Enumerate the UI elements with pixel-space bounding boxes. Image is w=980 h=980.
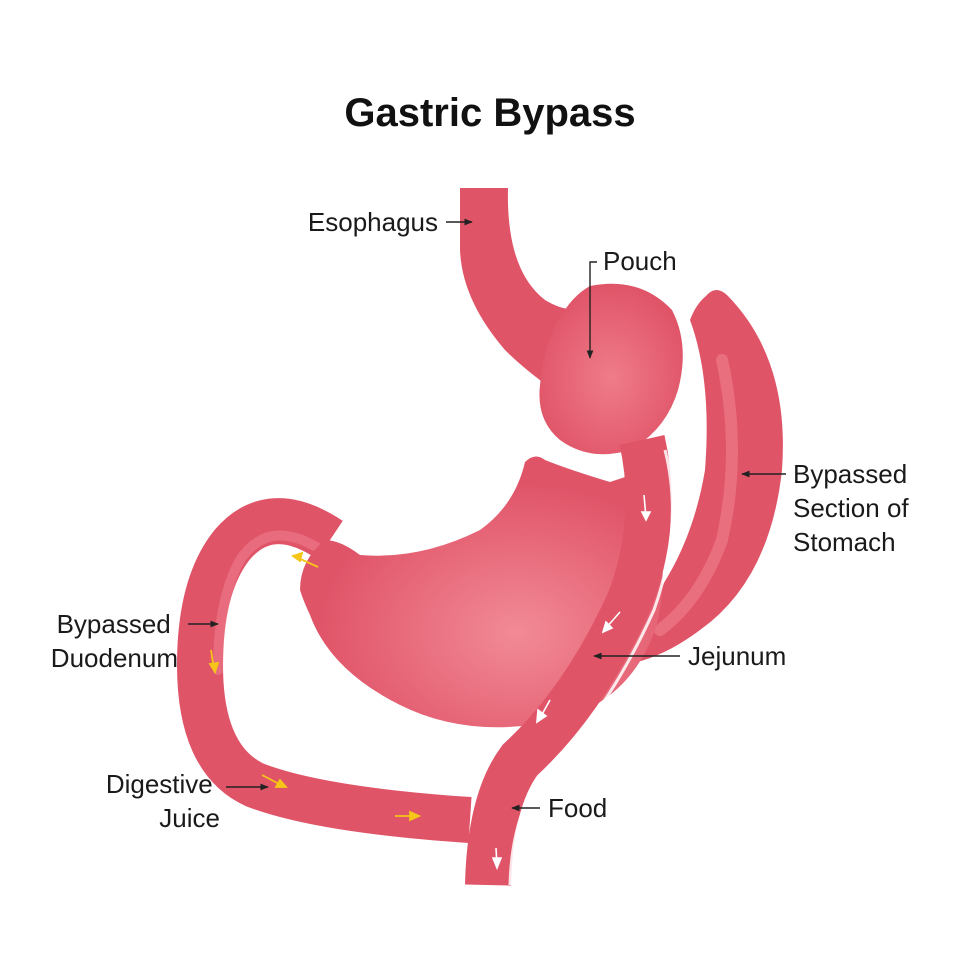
label-bypassed-section-line2: Section of [793, 493, 909, 523]
label-bypassed-section: Bypassed Section of Stomach [793, 459, 916, 557]
label-digestive-juice: Digestive Juice [106, 769, 220, 833]
label-digestive-juice-line1: Digestive [106, 769, 213, 799]
label-food: Food [548, 793, 607, 823]
label-bypassed-duodenum-line2: Duodenum [51, 643, 178, 673]
label-pouch: Pouch [603, 246, 677, 276]
label-bypassed-section-line3: Stomach [793, 527, 896, 557]
label-esophagus: Esophagus [308, 207, 438, 237]
label-jejunum: Jejunum [688, 641, 786, 671]
label-bypassed-section-line1: Bypassed [793, 459, 907, 489]
label-bypassed-duodenum: Bypassed Duodenum [51, 609, 178, 673]
label-bypassed-duodenum-line1: Bypassed [57, 609, 171, 639]
label-digestive-juice-line2: Juice [159, 803, 220, 833]
diagram-title: Gastric Bypass [344, 91, 635, 135]
